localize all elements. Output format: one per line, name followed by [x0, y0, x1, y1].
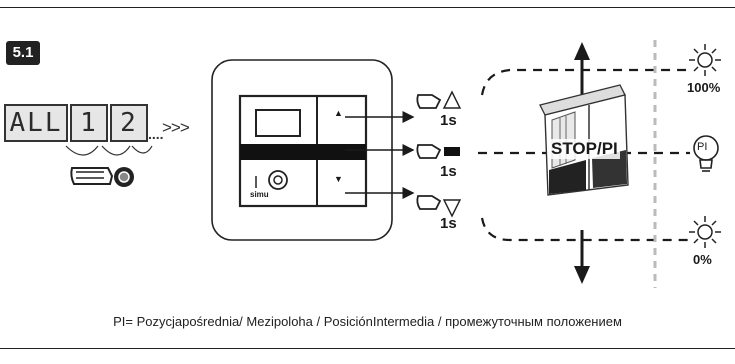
remote-up-symbol: ▲ — [334, 108, 343, 118]
lcd-ellipsis: .... — [148, 126, 164, 142]
level-open: 100% — [687, 80, 721, 95]
duration-up: 1s — [440, 112, 457, 129]
hand-press-icon — [70, 167, 134, 187]
finger-stop-icon — [416, 144, 460, 159]
duration-stop: 1s — [440, 163, 457, 180]
bulb-intermediate-icon — [693, 135, 719, 172]
light-full-icon — [689, 44, 721, 76]
duration-down: 1s — [440, 215, 457, 232]
lcd-segment-2: 2 — [110, 104, 148, 142]
remote-down-symbol: ▼ — [334, 174, 343, 184]
remote-housing — [211, 59, 393, 241]
dashed-connectors — [478, 68, 690, 242]
up-arrow — [574, 42, 590, 100]
bottom-rule — [0, 348, 735, 349]
down-arrow — [574, 230, 590, 284]
pi-symbol: PI — [697, 141, 708, 153]
footer-legend: PI= Pozycjapośrednia/ Mezipoloha / Posic… — [113, 314, 622, 329]
finger-up-icon — [416, 90, 462, 109]
lcd-segment-all: ALL — [4, 104, 68, 142]
lcd-segment-1: 1 — [70, 104, 108, 142]
top-rule — [0, 7, 735, 8]
level-closed: 0% — [693, 252, 712, 267]
finger-down-icon — [416, 195, 462, 218]
stop-pi-label: STOP/PI — [549, 139, 620, 159]
scroll-chevrons: >>> — [162, 118, 190, 137]
scroll-arcs — [65, 145, 153, 156]
step-badge: 5.1 — [6, 41, 40, 65]
remote-brand: simu — [250, 190, 269, 199]
light-off-icon — [689, 216, 721, 248]
